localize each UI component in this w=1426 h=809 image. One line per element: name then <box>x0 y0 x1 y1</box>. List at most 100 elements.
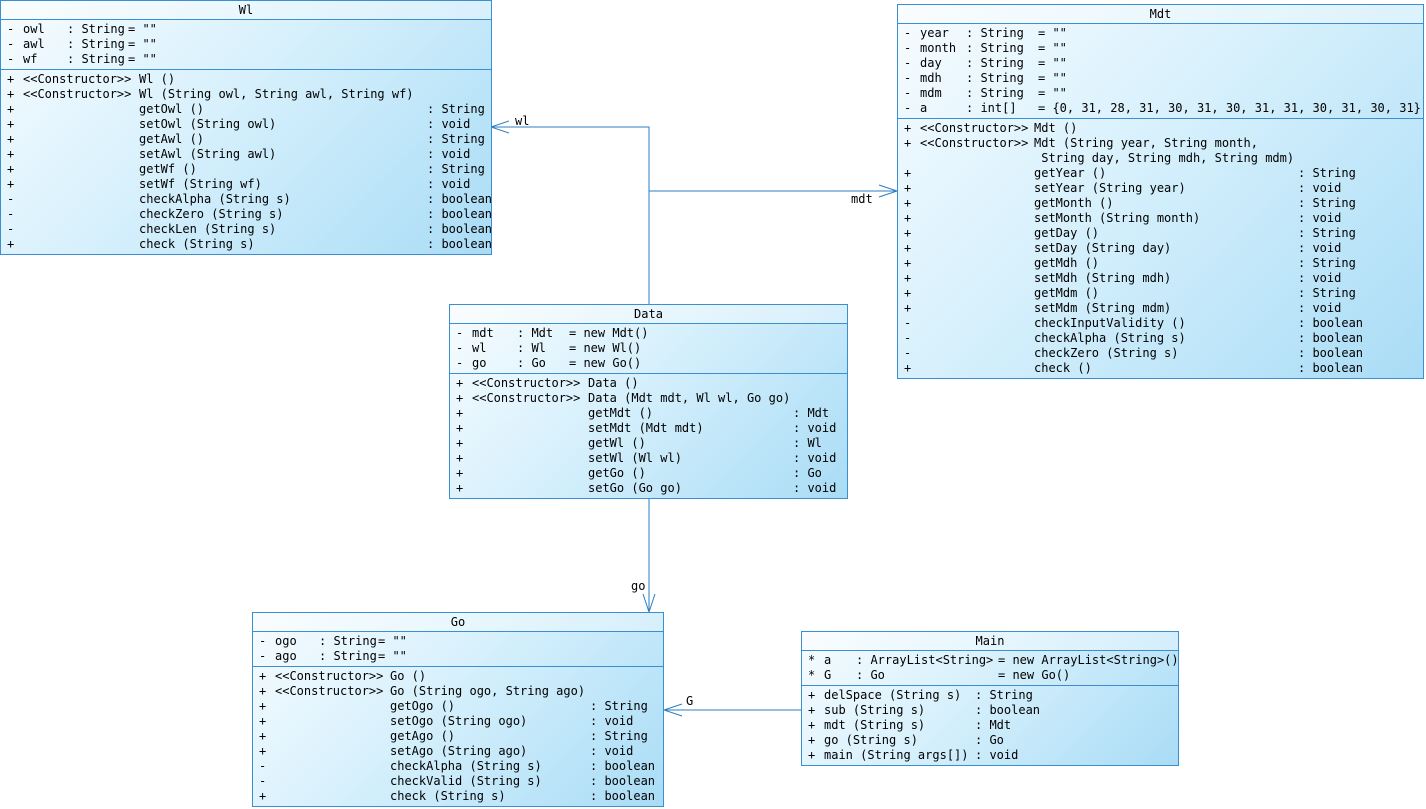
operation-row: +getYear (): String <box>898 166 1423 181</box>
operation-signature: setMdm (String mdm) <box>1034 301 1172 315</box>
operation-row: +getMdm (): String <box>898 286 1423 301</box>
operation-signature: getOgo () <box>390 699 456 713</box>
operation-signature: Go (String ogo, String ago) <box>390 684 586 698</box>
attribute-row: -go: Go= new Go() <box>450 356 847 371</box>
operation-row: +getAwl (): String <box>1 132 491 147</box>
operation-return-type: : String <box>1298 226 1356 240</box>
operation-stereotype: <<Constructor>> <box>920 136 1029 150</box>
visibility-marker: + <box>259 744 267 758</box>
operation-return-type: : Mdt <box>975 718 1012 732</box>
operation-return-type: : boolean <box>1298 316 1364 330</box>
operation-row: +<<Constructor>>Data () <box>450 376 847 391</box>
operation-row: +getOwl (): String <box>1 102 491 117</box>
operation-return-type: : boolean <box>1298 331 1364 345</box>
operation-signature: getMdh () <box>1034 256 1100 270</box>
visibility-marker: - <box>904 71 912 85</box>
class-wl[interactable]: Wl -owl: String= ""-awl: String= ""-wf: … <box>0 0 492 255</box>
operation-row: +delSpace (String s): String <box>802 688 1178 703</box>
class-title: Main <box>802 632 1178 651</box>
attribute-row: -mdm: String= "" <box>898 86 1423 101</box>
operation-signature: setGo (Go go) <box>588 481 682 495</box>
operation-signature: Data () <box>588 376 639 390</box>
operation-signature: setYear (String year) <box>1034 181 1186 195</box>
attribute-type: : String <box>319 634 377 648</box>
attribute-row: -a: int[]= {0, 31, 28, 31, 30, 31, 30, 3… <box>898 101 1423 116</box>
operation-signature: checkZero (String s) <box>139 207 284 221</box>
attribute-initial-value: = "" <box>1038 26 1067 40</box>
class-go[interactable]: Go -ogo: String= ""-ago: String= "" +<<C… <box>252 612 664 807</box>
operation-return-type: : String <box>975 688 1033 702</box>
visibility-marker: + <box>904 286 912 300</box>
attribute-type: : Mdt <box>517 326 554 340</box>
class-main[interactable]: Main *a: ArrayList<String>= new ArrayLis… <box>801 631 1179 766</box>
operation-return-type: : String <box>1298 286 1356 300</box>
attribute-row: -mdt: Mdt= new Mdt() <box>450 326 847 341</box>
visibility-marker: + <box>7 147 15 161</box>
operation-return-type: : boolean <box>1298 346 1364 360</box>
attribute-initial-value: = new Mdt() <box>569 326 649 340</box>
association-data-wl <box>491 126 650 305</box>
operation-return-type: : void <box>1298 181 1342 195</box>
operation-return-type: : String <box>427 102 485 116</box>
attribute-row: -awl: String= "" <box>1 37 491 52</box>
attribute-name: day <box>920 56 942 70</box>
operation-stereotype: <<Constructor>> <box>23 87 132 101</box>
attribute-section: -mdt: Mdt= new Mdt()-wl: Wl= new Wl()-go… <box>450 324 847 374</box>
operation-row: +getWf (): String <box>1 162 491 177</box>
operation-signature: setOgo (String ogo) <box>390 714 528 728</box>
operation-signature: mdt (String s) <box>824 718 926 732</box>
visibility-marker: - <box>7 37 15 51</box>
visibility-marker: + <box>7 87 15 101</box>
attribute-name: go <box>472 356 487 370</box>
visibility-marker: + <box>7 72 15 86</box>
visibility-marker: + <box>456 466 464 480</box>
operation-row: String day, String mdh, String mdm) <box>898 151 1423 166</box>
operation-signature: getMdt () <box>588 406 654 420</box>
operation-signature: Mdt (String year, String month, <box>1034 136 1258 150</box>
operation-row: +<<Constructor>>Wl () <box>1 72 491 87</box>
association-label-g: G <box>686 694 694 708</box>
operation-row: +setMdm (String mdm): void <box>898 301 1423 316</box>
visibility-marker: + <box>904 256 912 270</box>
class-mdt[interactable]: Mdt -year: String= ""-month: String= ""-… <box>897 4 1424 379</box>
operation-signature: checkValid (String s) <box>390 774 542 788</box>
operation-signature: checkLen (String s) <box>139 222 277 236</box>
attribute-name: wf <box>23 52 38 66</box>
visibility-marker: - <box>259 774 267 788</box>
visibility-marker: - <box>904 331 912 345</box>
operation-row: +getMdh (): String <box>898 256 1423 271</box>
operation-row: +getMdt (): Mdt <box>450 406 847 421</box>
operation-row: -checkAlpha (String s): boolean <box>253 759 663 774</box>
operation-row: -checkValid (String s): boolean <box>253 774 663 789</box>
class-data[interactable]: Data -mdt: Mdt= new Mdt()-wl: Wl= new Wl… <box>449 304 848 499</box>
attribute-initial-value: = {0, 31, 28, 31, 30, 31, 30, 31, 31, 30… <box>1038 101 1421 115</box>
operation-return-type: : String <box>590 699 648 713</box>
operation-section: +<<Constructor>>Mdt ()+<<Constructor>>Md… <box>898 119 1423 378</box>
operation-return-type: : void <box>590 714 634 728</box>
operation-signature: setDay (String day) <box>1034 241 1172 255</box>
operation-signature: go (String s) <box>824 733 918 747</box>
visibility-marker: + <box>904 196 912 210</box>
attribute-type: : String <box>67 52 125 66</box>
visibility-marker: - <box>7 222 15 236</box>
visibility-marker: - <box>904 101 912 115</box>
association-label-go: go <box>631 579 646 593</box>
operation-signature: check () <box>1034 361 1092 375</box>
operation-section: +delSpace (String s): String+sub (String… <box>802 686 1178 765</box>
visibility-marker: + <box>808 688 816 702</box>
operation-signature: setWf (String wf) <box>139 177 262 191</box>
operation-return-type: : Go <box>975 733 1004 747</box>
visibility-marker: + <box>456 481 464 495</box>
visibility-marker: + <box>904 121 912 135</box>
attribute-section: *a: ArrayList<String>= new ArrayList<Str… <box>802 651 1179 686</box>
visibility-marker: - <box>7 192 15 206</box>
visibility-marker: + <box>904 301 912 315</box>
attribute-initial-value: = "" <box>378 649 407 663</box>
operation-row: -checkAlpha (String s): boolean <box>898 331 1423 346</box>
operation-return-type: : void <box>427 147 471 161</box>
operation-row: +setOgo (String ogo): void <box>253 714 663 729</box>
attribute-type: : Wl <box>517 341 546 355</box>
operation-return-type: : void <box>793 421 837 435</box>
visibility-marker: + <box>904 181 912 195</box>
visibility-marker: + <box>259 699 267 713</box>
